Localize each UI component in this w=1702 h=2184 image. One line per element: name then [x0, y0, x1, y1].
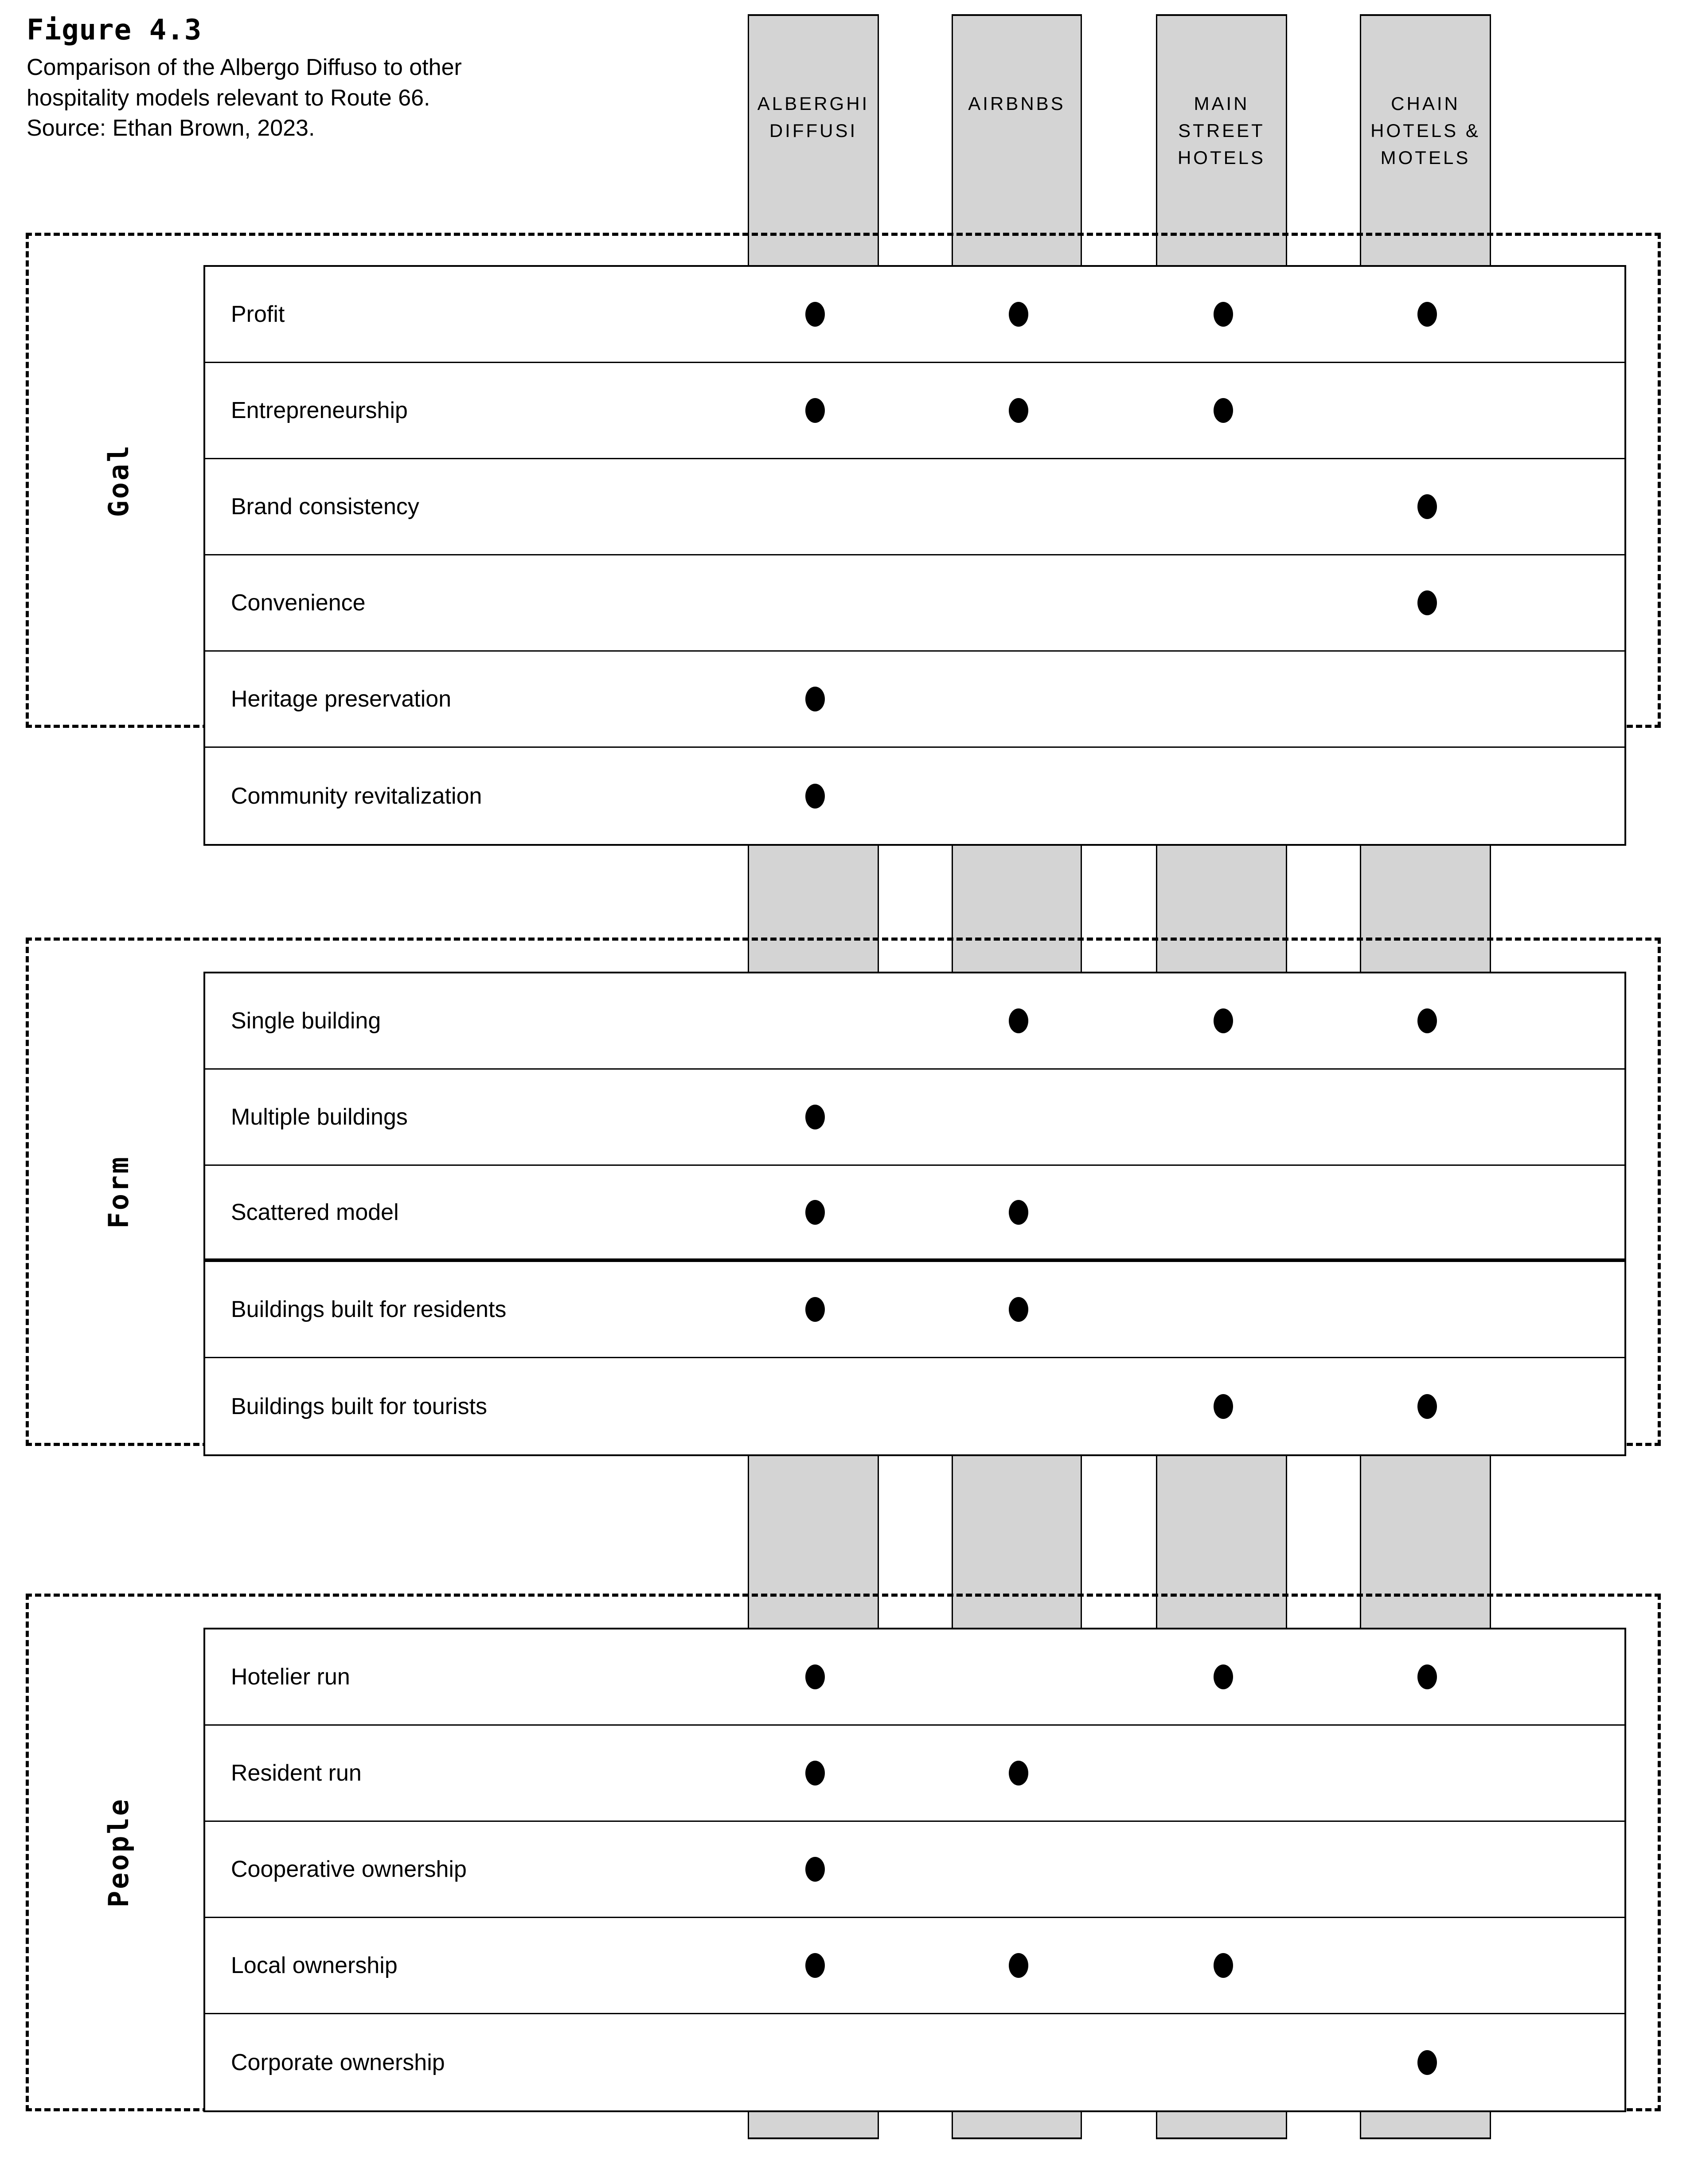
caption-line-2: hospitality models relevant to Route 66.	[27, 85, 430, 111]
mark-dot-chain-hotels-motels	[1417, 1664, 1437, 1689]
row-label: Multiple buildings	[231, 1104, 408, 1130]
row-label: Resident run	[231, 1760, 362, 1786]
mark-dot-alberghi-diffusi	[805, 1664, 825, 1689]
mark-dot-airbnbs	[1009, 1953, 1028, 1978]
mark-dot-alberghi-diffusi	[805, 1297, 825, 1322]
caption-line-3: Source: Ethan Brown, 2023.	[27, 115, 315, 141]
column-header-main-street-hotels: MAIN STREET HOTELS	[1157, 90, 1286, 172]
column-header-airbnbs: AIRBNBS	[953, 90, 1081, 117]
column-header-line: DIFFUSI	[769, 120, 858, 141]
mark-dot-airbnbs	[1009, 398, 1028, 423]
matrix-row: Single building	[205, 973, 1624, 1070]
matrix-row: Corporate ownership	[205, 2014, 1624, 2110]
group-label-goal: Goal	[102, 443, 135, 517]
matrix-row: Local ownership	[205, 1918, 1624, 2014]
column-header-line: CHAIN	[1391, 93, 1460, 114]
row-label: Community revitalization	[231, 783, 482, 809]
row-label: Buildings built for tourists	[231, 1393, 488, 1419]
mark-dot-chain-hotels-motels	[1417, 590, 1437, 615]
mark-dot-alberghi-diffusi	[805, 783, 825, 809]
mark-dot-chain-hotels-motels	[1417, 302, 1437, 327]
mark-dot-airbnbs	[1009, 1008, 1028, 1033]
column-header-line: MOTELS	[1380, 147, 1471, 168]
row-label: Local ownership	[231, 1953, 398, 1978]
figure-caption: Comparison of the Albergo Diffuso to oth…	[27, 52, 700, 144]
row-label: Corporate ownership	[231, 2049, 445, 2075]
group-label-people: People	[102, 1797, 135, 1907]
matrix-row: Convenience	[205, 555, 1624, 652]
row-label: Entrepreneurship	[231, 398, 408, 423]
row-label: Scattered model	[231, 1199, 399, 1225]
matrix-row: Brand consistency	[205, 459, 1624, 555]
matrix-row: Cooperative ownership	[205, 1822, 1624, 1918]
matrix-row: Entrepreneurship	[205, 363, 1624, 459]
row-label: Convenience	[231, 590, 366, 616]
column-header-line: HOTELS &	[1370, 120, 1480, 141]
row-label: Hotelier run	[231, 1664, 350, 1690]
row-label: Cooperative ownership	[231, 1856, 467, 1882]
matrix-row: Community revitalization	[205, 748, 1624, 844]
mark-dot-main-street-hotels	[1214, 302, 1233, 327]
column-header-line: STREET	[1178, 120, 1265, 141]
mark-dot-main-street-hotels	[1214, 1953, 1233, 1978]
matrix-row: Scattered model	[205, 1166, 1624, 1262]
mark-dot-airbnbs	[1009, 1199, 1028, 1225]
mark-dot-alberghi-diffusi	[805, 398, 825, 423]
matrix-row: Hotelier run	[205, 1629, 1624, 1726]
caption-line-1: Comparison of the Albergo Diffuso to oth…	[27, 55, 462, 80]
row-label: Heritage preservation	[231, 686, 452, 712]
mark-dot-alberghi-diffusi	[805, 1105, 825, 1129]
mark-dot-main-street-hotels	[1214, 1664, 1233, 1689]
mark-dot-airbnbs	[1009, 302, 1028, 327]
mark-dot-alberghi-diffusi	[805, 1857, 825, 1882]
mark-dot-alberghi-diffusi	[805, 1953, 825, 1978]
row-label: Single building	[231, 1008, 381, 1034]
mark-dot-alberghi-diffusi	[805, 687, 825, 711]
column-header-line: ALBERGHI	[757, 93, 870, 114]
mark-dot-alberghi-diffusi	[805, 1199, 825, 1225]
figure-title-block: Figure 4.3 Comparison of the Albergo Dif…	[27, 12, 700, 144]
matrix-row: Resident run	[205, 1726, 1624, 1822]
row-label: Buildings built for residents	[231, 1297, 507, 1322]
mark-dot-alberghi-diffusi	[805, 1761, 825, 1785]
mark-dot-main-street-hotels	[1214, 398, 1233, 423]
column-header-chain-hotels-motels: CHAIN HOTELS & MOTELS	[1361, 90, 1490, 172]
mark-dot-airbnbs	[1009, 1297, 1028, 1322]
matrix-row: Buildings built for residents	[205, 1262, 1624, 1358]
mark-dot-main-street-hotels	[1214, 1008, 1233, 1033]
column-header-line: MAIN	[1194, 93, 1249, 114]
row-label: Brand consistency	[231, 494, 419, 520]
matrix-row: Buildings built for tourists	[205, 1358, 1624, 1454]
mark-dot-alberghi-diffusi	[805, 302, 825, 327]
matrix-row: Profit	[205, 267, 1624, 363]
column-header-alberghi-diffusi: ALBERGHI DIFFUSI	[749, 90, 878, 145]
column-header-line: HOTELS	[1177, 147, 1266, 168]
figure-number: Figure 4.3	[27, 14, 202, 47]
matrix-row: Heritage preservation	[205, 652, 1624, 748]
mark-dot-chain-hotels-motels	[1417, 494, 1437, 519]
mark-dot-chain-hotels-motels	[1417, 1008, 1437, 1033]
row-label: Profit	[231, 301, 285, 327]
group-label-form: Form	[102, 1155, 135, 1229]
mark-dot-airbnbs	[1009, 1761, 1028, 1785]
mark-dot-chain-hotels-motels	[1417, 2050, 1437, 2075]
mark-dot-main-street-hotels	[1214, 1394, 1233, 1419]
mark-dot-chain-hotels-motels	[1417, 1394, 1437, 1419]
matrix-row: Multiple buildings	[205, 1070, 1624, 1166]
column-header-line: AIRBNBS	[968, 93, 1066, 114]
